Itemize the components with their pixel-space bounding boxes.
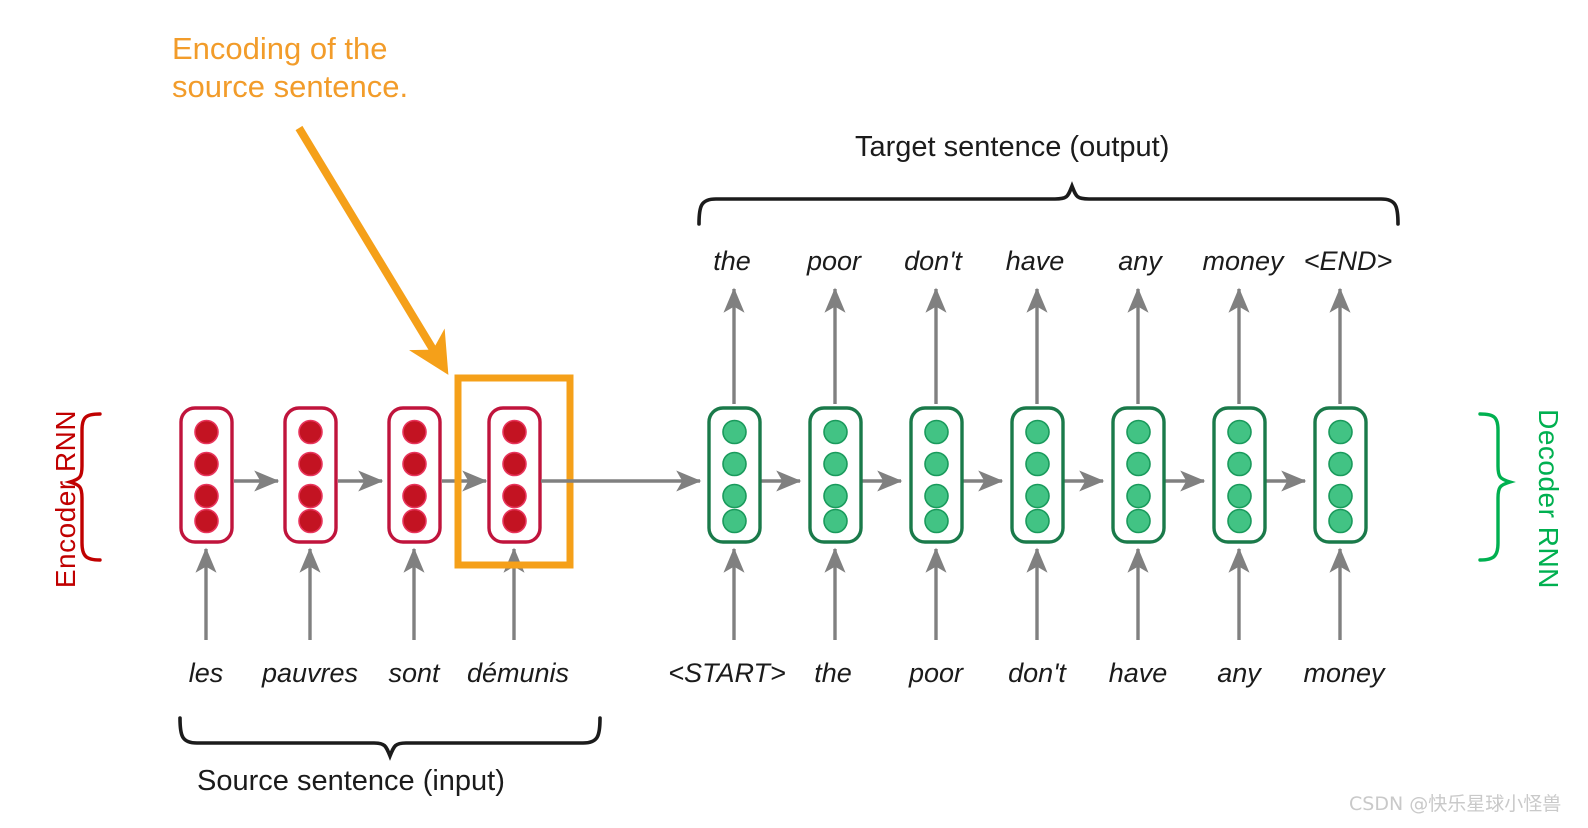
decoder-cell-4 bbox=[1010, 406, 1065, 544]
output-token-3: have bbox=[1005, 246, 1065, 276]
decoder-cell-7 bbox=[1313, 406, 1368, 544]
output-token-5: money bbox=[1202, 246, 1284, 276]
source-token-3: démunis bbox=[466, 658, 570, 688]
decoder-section bbox=[707, 287, 1368, 640]
target-sentence-brace bbox=[697, 181, 1400, 226]
output-token-6: <END> bbox=[1303, 246, 1393, 276]
encoder-section bbox=[179, 374, 574, 640]
encoder-input-arrows bbox=[195, 547, 525, 640]
csdn-watermark: CSDN @快乐星球小怪兽 bbox=[1349, 793, 1562, 815]
encoder-rnn-label: Encoder RNN bbox=[50, 409, 82, 589]
decoder-cell-6 bbox=[1212, 406, 1267, 544]
decoder-output-arrows bbox=[723, 287, 1351, 404]
source-token-0: les bbox=[188, 658, 224, 688]
decoder-cell-2 bbox=[808, 406, 863, 544]
source-token-2: sont bbox=[388, 658, 440, 688]
decoder-input-token-6: money bbox=[1303, 658, 1385, 688]
source-sentence-brace bbox=[178, 716, 602, 761]
encoding-highlight-box bbox=[454, 374, 574, 569]
decoder-rnn-brace bbox=[1478, 412, 1516, 562]
output-token-4: any bbox=[1118, 246, 1162, 276]
target-sentence-caption: Target sentence (output) bbox=[855, 131, 1170, 163]
decoder-input-token-5: any bbox=[1217, 658, 1261, 688]
encoding-pointer-arrow bbox=[295, 125, 449, 375]
output-token-0: the bbox=[713, 246, 751, 276]
decoder-input-token-2: poor bbox=[908, 658, 964, 688]
encoder-cell-4 bbox=[487, 406, 542, 544]
output-token-1: poor bbox=[806, 246, 862, 276]
decoder-input-token-4: have bbox=[1108, 658, 1168, 688]
decoder-cell-5 bbox=[1111, 406, 1166, 544]
encoder-cell-3 bbox=[387, 406, 442, 544]
source-sentence-caption: Source sentence (input) bbox=[197, 765, 505, 797]
decoder-input-arrows bbox=[723, 547, 1351, 640]
decoder-input-token-1: the bbox=[814, 658, 852, 688]
decoder-input-token-0: <START> bbox=[668, 658, 786, 688]
source-token-1: pauvres bbox=[261, 658, 359, 688]
encoder-cell-1 bbox=[179, 406, 234, 544]
encoder-cell-2 bbox=[283, 406, 338, 544]
decoder-cell-1 bbox=[707, 406, 762, 544]
decoder-input-token-3: don't bbox=[1008, 658, 1066, 688]
decoder-cell-3 bbox=[909, 406, 964, 544]
decoder-rnn-label: Decoder RNN bbox=[1532, 409, 1564, 589]
output-token-2: don't bbox=[904, 246, 962, 276]
encoding-annotation-label: Encoding of the source sentence. bbox=[172, 31, 409, 104]
